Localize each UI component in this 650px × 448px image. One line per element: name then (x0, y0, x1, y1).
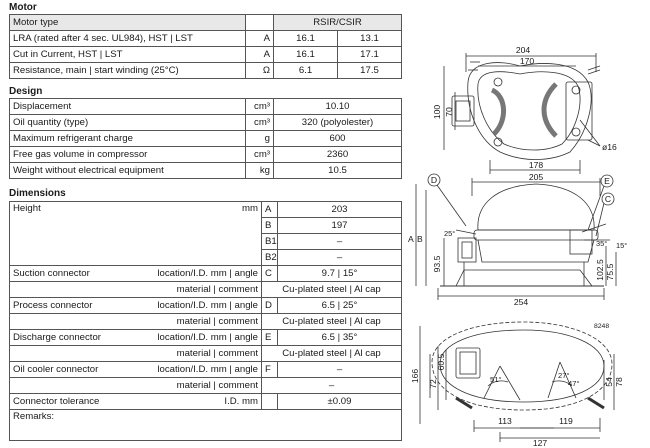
callout-c: C (605, 194, 611, 204)
dim-label: 100 (432, 105, 442, 120)
dim-label: 204 (516, 45, 531, 55)
dim-label: 70 (444, 107, 454, 117)
callout-d: D (431, 175, 437, 185)
dim-label: 78 (614, 377, 624, 387)
section-title-design: Design (9, 86, 43, 97)
height-unit: mm (242, 203, 258, 214)
drawing-ref: 8248 (594, 323, 609, 330)
dim-label: 72 (428, 379, 438, 389)
dim-label: 102.5 (595, 259, 605, 281)
dim-label: 170 (520, 56, 535, 66)
tolerance-label: Connector tolerance (13, 395, 100, 407)
dim-label: 27° (558, 371, 569, 380)
dim-label: 205 (529, 172, 544, 182)
dim-label: B (417, 234, 423, 244)
dim-label: 166 (410, 369, 420, 384)
dim-label: A (408, 234, 414, 244)
callout-e: E (604, 176, 610, 186)
dim-label: 75.5 (605, 263, 615, 280)
dim-label: 178 (529, 160, 544, 170)
height-label: Height (13, 203, 41, 214)
side-view-drawing (415, 173, 617, 300)
dim-label: 93.5 (432, 255, 442, 272)
table-row: Remarks: (9, 409, 402, 441)
motor-type-label: Motor type (9, 14, 246, 31)
bottom-view-drawing (419, 321, 615, 442)
top-view-drawing (443, 53, 601, 174)
table-row: LRA (rated after 4 sec. UL984), HST | LS… (9, 30, 403, 47)
section-title-motor: Motor (9, 2, 37, 13)
dim-label: 113 (498, 416, 512, 426)
section-title-dimensions: Dimensions (9, 188, 66, 199)
dim-label: 254 (514, 297, 529, 307)
dim-label: ø16 (602, 142, 617, 152)
dim-label: 119 (559, 416, 573, 426)
dim-label: 54 (604, 377, 614, 387)
dim-label: 35° (596, 239, 607, 248)
dim-label: 47° (568, 379, 579, 388)
dim-label: 15° (616, 241, 627, 250)
motor-table: Motor type RSIR/CSIR LRA (rated after 4 … (9, 14, 403, 79)
dim-label: 127 (533, 438, 548, 448)
dim-label: 51° (490, 375, 501, 384)
dim-label: 25° (444, 229, 455, 238)
table-row: Resistance, main | start winding (25°C)Ω… (9, 62, 403, 79)
remarks-cell: Remarks: (9, 409, 402, 441)
remarks-label: Remarks: (13, 411, 55, 422)
dim-label: 60.5 (436, 353, 446, 370)
